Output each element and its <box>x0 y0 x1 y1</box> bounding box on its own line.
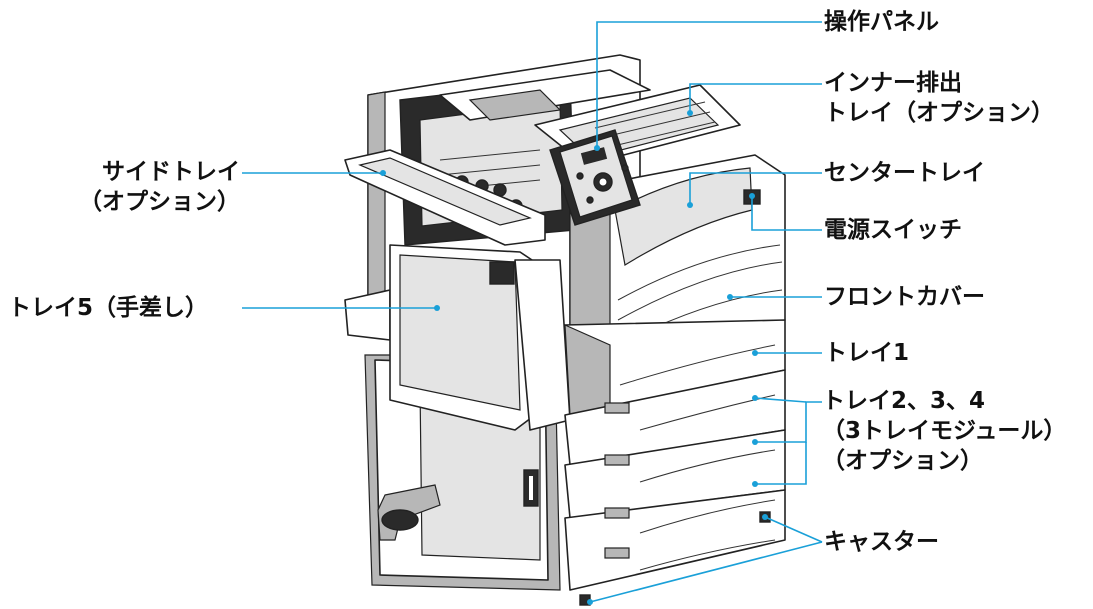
dot-tray1 <box>752 350 758 356</box>
label-power-switch: 電源スイッチ <box>824 217 962 243</box>
leader-caster-b <box>589 541 823 603</box>
label-side-tray-line2: （オプション） <box>79 189 240 215</box>
label-casters: キャスター <box>824 529 939 555</box>
side-tray <box>344 149 546 246</box>
leader-power-switch <box>751 196 822 231</box>
dot-tray2 <box>752 395 758 401</box>
dot-caster-a <box>762 514 768 520</box>
leader-lines <box>242 21 823 605</box>
label-tray-module: トレイ2、3、4 （3トレイモジュール） （オプション） <box>822 386 1066 476</box>
label-tray-module-line1: トレイ2、3、4 <box>822 388 986 414</box>
label-center-tray: センタートレイ <box>824 160 985 186</box>
label-front-cover: フロントカバー <box>824 284 985 310</box>
dot-front-cover <box>727 294 733 300</box>
label-inner-output-tray-line1: インナー排出 <box>824 70 962 96</box>
label-inner-output-tray: インナー排出 トレイ（オプション） <box>824 68 1054 128</box>
dot-tray4 <box>752 481 758 487</box>
tray-module <box>564 369 786 606</box>
dot-center-tray <box>687 202 693 208</box>
label-tray5: トレイ5（手差し） <box>8 295 209 321</box>
dot-power-switch <box>749 193 755 199</box>
label-side-tray-line1: サイドトレイ <box>102 159 240 185</box>
dot-control-panel <box>594 145 600 151</box>
dot-caster-b <box>587 599 593 605</box>
dot-tray3 <box>752 439 758 445</box>
dot-tray5 <box>434 305 440 311</box>
tray5-bypass <box>344 244 571 431</box>
control-panel-shape <box>549 129 641 226</box>
label-side-tray: サイドトレイ （オプション） <box>58 157 240 217</box>
leader-center-tray <box>689 172 822 205</box>
leader-tray-module-a <box>755 401 822 443</box>
leader-tray-module-b <box>754 397 807 403</box>
label-tray-module-line2: （3トレイモジュール） <box>822 418 1067 444</box>
leader-caster-a <box>764 516 823 543</box>
dot-inner-output-tray <box>687 110 693 116</box>
label-inner-output-tray-line2: トレイ（オプション） <box>824 100 1054 126</box>
label-tray-module-line3: （オプション） <box>822 448 983 474</box>
leader-control-panel <box>596 21 822 148</box>
label-control-panel: 操作パネル <box>824 9 939 35</box>
label-tray1: トレイ1 <box>824 340 910 366</box>
leader-inner-output-tray <box>689 83 822 113</box>
leader-tray-module-c <box>755 442 807 485</box>
dot-side-tray <box>380 170 386 176</box>
